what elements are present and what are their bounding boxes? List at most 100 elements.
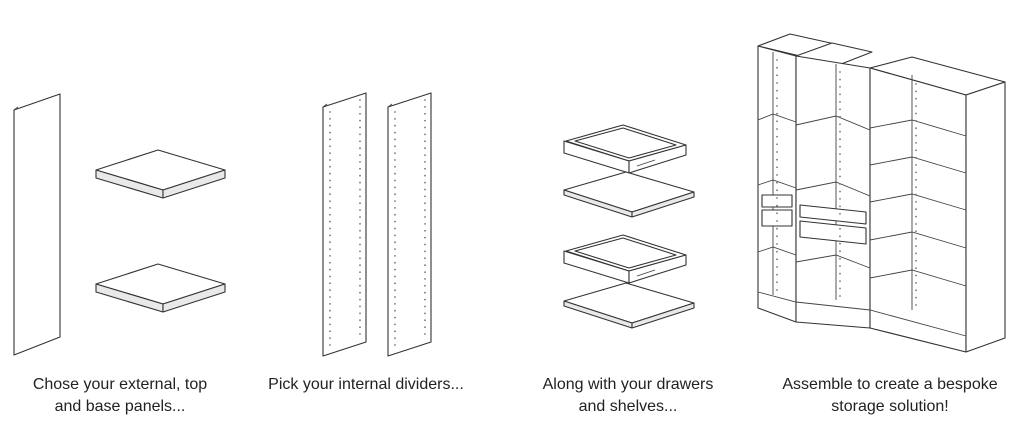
- hole-dot: [776, 258, 778, 261]
- hole-dot: [329, 282, 331, 285]
- hole-dot: [329, 255, 331, 257]
- hole-dot: [329, 179, 331, 182]
- hole-dot: [329, 227, 331, 230]
- hole-dot: [394, 316, 396, 319]
- hole-dot: [915, 134, 917, 137]
- hole-dot: [424, 298, 426, 301]
- hole-dot: [424, 119, 426, 122]
- hole-dot: [329, 172, 331, 175]
- hole-dot: [776, 235, 778, 238]
- hole-dot: [776, 135, 778, 138]
- hole-dot: [359, 188, 361, 191]
- hole-dot: [394, 131, 396, 134]
- hole-dot: [394, 296, 396, 298]
- hole-dot: [424, 250, 426, 253]
- hole-dot: [394, 200, 396, 203]
- hole-dot: [915, 97, 917, 100]
- caption-line: Pick your internal dividers...: [268, 376, 464, 393]
- hole-dot: [915, 193, 917, 196]
- hole-dot: [329, 220, 331, 223]
- hole-dot: [359, 284, 361, 287]
- hole-dot: [359, 326, 361, 328]
- hole-dot: [776, 250, 778, 253]
- shelf-upper: [563, 171, 695, 218]
- hole-dot: [424, 257, 426, 260]
- hole-dot: [394, 152, 396, 155]
- hole-dot: [839, 227, 841, 230]
- divider-panel-left: [322, 92, 367, 357]
- hole-dot: [394, 303, 396, 305]
- hole-dot: [359, 305, 361, 308]
- hole-dot: [776, 289, 778, 291]
- hole-dot: [839, 183, 841, 185]
- step-caption-drawers: Along with your drawers and shelves...: [508, 374, 748, 418]
- hole-dot: [394, 241, 396, 244]
- hole-dot: [424, 209, 426, 212]
- hole-dot: [329, 275, 331, 278]
- hole-dot: [915, 156, 917, 159]
- hole-dot: [394, 124, 396, 127]
- hole-dot: [776, 112, 778, 115]
- hole-dot: [839, 265, 841, 267]
- hole-dot: [359, 174, 361, 177]
- hole-dot: [329, 303, 331, 305]
- hole-dot: [839, 250, 841, 253]
- hole-dot: [394, 227, 396, 230]
- hole-dot: [776, 151, 778, 153]
- hole-dot: [915, 208, 917, 211]
- hole-dot: [839, 108, 841, 111]
- hole-dot: [839, 138, 841, 141]
- caption-line: Chose your external, top: [32, 376, 208, 393]
- hole-dot: [839, 198, 841, 200]
- hole-dot: [776, 143, 778, 146]
- hole-dot: [424, 243, 426, 246]
- hole-dot: [424, 112, 426, 115]
- hole-dot: [839, 115, 841, 118]
- hole-dot: [776, 273, 778, 276]
- hole-dot: [839, 130, 841, 133]
- hole-dot: [359, 195, 361, 198]
- hole-dot: [394, 275, 396, 278]
- hole-dot: [915, 178, 917, 181]
- hole-dot: [839, 257, 841, 260]
- hole-dot: [329, 261, 331, 264]
- hole-dot: [776, 212, 778, 215]
- hole-dot: [329, 124, 331, 127]
- hole-dot: [329, 213, 331, 216]
- hole-dot: [359, 181, 361, 184]
- caption-line: storage solution!: [831, 398, 949, 415]
- hole-dot: [359, 112, 361, 115]
- hole-dot: [394, 193, 396, 196]
- hole-dot: [359, 223, 361, 225]
- divider-panel-right: [387, 92, 432, 357]
- hole-dot: [424, 264, 426, 267]
- hole-dot: [424, 223, 426, 225]
- hole-dot: [915, 142, 917, 144]
- hole-dot: [839, 220, 841, 223]
- hole-dot: [839, 78, 841, 81]
- hole-dot: [359, 250, 361, 253]
- hole-dot: [359, 99, 361, 101]
- hole-dot: [424, 181, 426, 184]
- wardrobe-hole-rows: [776, 59, 917, 306]
- hole-dot: [394, 220, 396, 223]
- hole-dot: [394, 268, 396, 271]
- hole-dot: [424, 202, 426, 205]
- hole-dot: [359, 333, 361, 335]
- hole-dot: [915, 83, 917, 85]
- hole-dot: [329, 323, 331, 326]
- divider-hole-rows: [329, 99, 426, 346]
- hole-dot: [329, 241, 331, 244]
- hole-dot: [359, 319, 361, 322]
- panel-set-icon: [13, 93, 226, 356]
- hole-dot: [329, 330, 331, 333]
- hole-dot: [329, 268, 331, 271]
- hole-dot: [329, 337, 331, 339]
- hole-dot: [839, 101, 841, 103]
- hole-dot: [915, 112, 917, 115]
- hole-dot: [329, 234, 331, 237]
- hole-dot: [776, 120, 778, 123]
- hole-dot: [776, 227, 778, 230]
- hole-dot: [424, 216, 426, 218]
- hole-dot: [359, 133, 361, 136]
